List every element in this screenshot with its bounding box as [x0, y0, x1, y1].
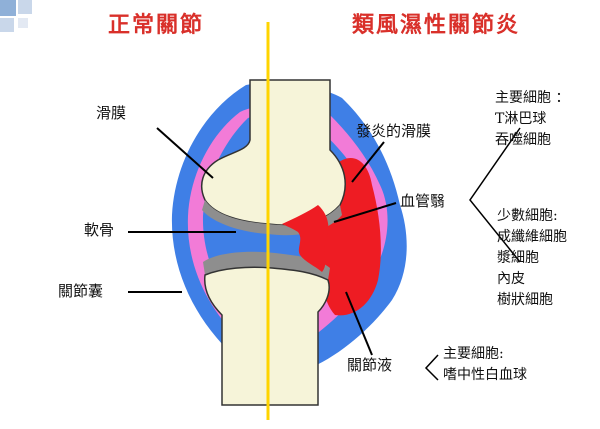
fluid-cells-list: 主要細胞: 嗜中性白血球	[443, 344, 527, 386]
fluid-cells-header: 主要細胞:	[443, 346, 504, 362]
main-cells-header: 主要細胞 ：	[495, 90, 570, 106]
leader-inflamed-synovium	[351, 141, 385, 183]
label-capsule: 關節囊	[58, 282, 104, 300]
corner-decoration	[0, 0, 32, 32]
main-cell-item: T淋巴球	[495, 111, 547, 127]
main-cell-item: 吞噬細胞	[495, 132, 551, 148]
minor-cell-item: 內皮	[497, 271, 525, 287]
minor-cells-list: 少數細胞: 成纖維細胞 漿細胞 內皮 樹狀細胞	[497, 206, 567, 311]
title-normal-joint: 正常關節	[108, 12, 205, 38]
minor-cells-header: 少數細胞:	[497, 208, 558, 224]
fluid-cell-item: 嗜中性白血球	[443, 367, 527, 383]
leader-synovial-fluid	[345, 291, 373, 356]
label-synovial-fluid: 關節液	[347, 356, 393, 374]
main-cells-list: 主要細胞 ： T淋巴球 吞噬細胞	[495, 88, 569, 151]
bracket-cells	[469, 127, 521, 263]
title-ra-joint: 類風濕性關節炎	[352, 12, 521, 38]
minor-cell-item: 漿細胞	[497, 250, 539, 266]
pannus	[282, 205, 329, 272]
label-cartilage: 軟骨	[84, 221, 115, 239]
inflamed-synovium	[287, 157, 381, 316]
leader-pannus	[333, 202, 397, 223]
bracket-fluid	[424, 354, 439, 381]
label-synovium: 滑膜	[96, 104, 127, 122]
leader-synovium	[156, 127, 214, 179]
label-pannus: 血管翳	[400, 192, 446, 210]
minor-cell-item: 成纖維細胞	[497, 229, 567, 245]
label-inflamed-synovium: 發炎的滑膜	[356, 122, 432, 140]
minor-cell-item: 樹狀細胞	[497, 292, 553, 308]
